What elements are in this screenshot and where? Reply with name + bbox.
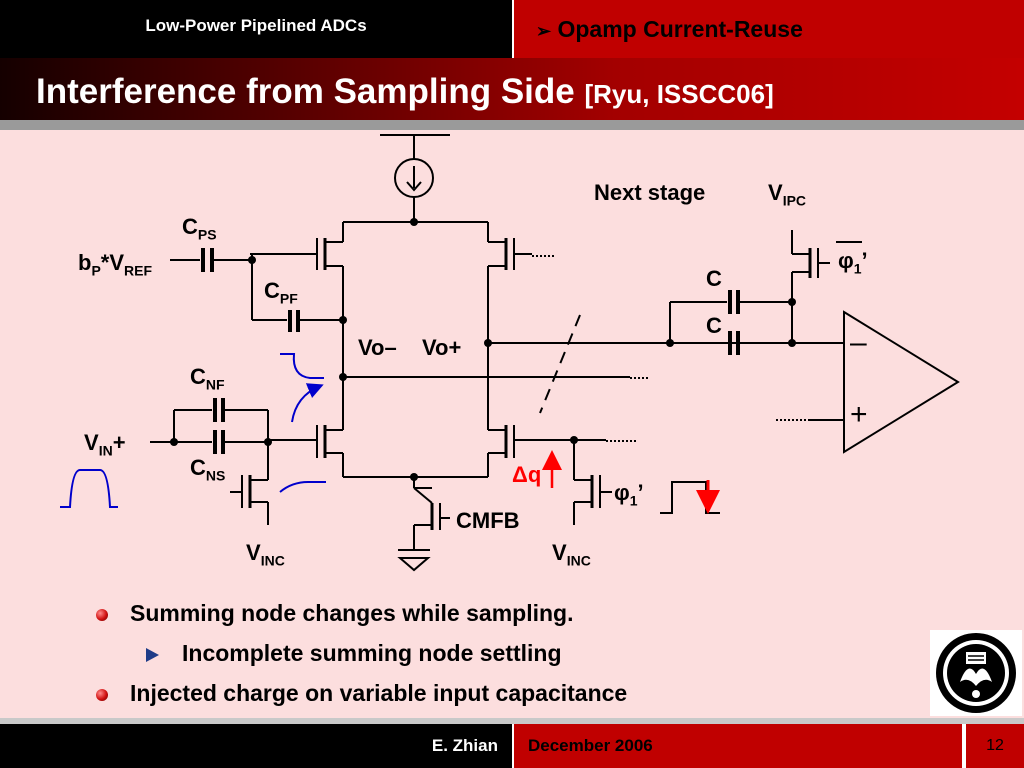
ground-icon [397, 557, 431, 572]
university-logo [930, 630, 1022, 716]
opamp-symbol [843, 310, 960, 454]
c-bottom-label: C [706, 313, 722, 338]
title-divider [0, 120, 1024, 130]
list-item: Injected charge on variable input capaci… [96, 680, 796, 712]
c-top-label: C [706, 266, 722, 291]
footer-page-box: 12 [966, 724, 1024, 768]
footer-date-bar: December 2006 [514, 724, 962, 768]
bp-vref-label: bP*VREF [78, 250, 153, 279]
input-waveform-icon [60, 469, 118, 508]
phi-bottom-label: φ1’ [614, 480, 644, 509]
vipc-label: VIPC [768, 180, 807, 209]
phi-top-label: φ1’ [838, 248, 868, 277]
topic-text: Opamp Current-Reuse [557, 16, 803, 42]
settling-arrow-icon [291, 383, 324, 423]
vinc-right-label: VINC [552, 540, 591, 569]
summing-node-waveform-icon [280, 353, 324, 379]
header-course-bar: Low-Power Pipelined ADCs [0, 0, 512, 58]
title-bar [0, 58, 1024, 120]
signal-break-line [539, 314, 581, 414]
cps-label: CPS [182, 214, 217, 243]
cnf-label: CNF [190, 364, 225, 393]
footer-date: December 2006 [528, 736, 653, 755]
bullet-text: Injected charge on variable input capaci… [130, 680, 628, 706]
slide-citation: [Ryu, ISSCC06] [584, 79, 774, 109]
cns-label: CNS [190, 455, 226, 484]
vo-minus-label: Vo– [358, 335, 397, 360]
sphere-bullet-icon [96, 689, 108, 701]
footer-divider [0, 718, 1024, 724]
vo-plus-label: Vo+ [422, 335, 462, 360]
footer-author-bar: E. Zhian [0, 724, 512, 768]
page-number: 12 [986, 737, 1004, 754]
cmfb-label: CMFB [456, 508, 520, 533]
circuit-schematic [60, 134, 960, 572]
list-item: Incomplete summing node settling [146, 640, 796, 672]
charge-waveform-icon [279, 481, 326, 493]
slide-title: Interference from Sampling Side [Ryu, IS… [36, 72, 774, 112]
vinc-left-label: VINC [246, 540, 285, 569]
bullet-text: Summing node changes while sampling. [130, 600, 574, 626]
topic-label: ➢ Opamp Current-Reuse [536, 16, 803, 43]
cpf-label: CPF [264, 278, 298, 307]
header-topic-bar: ➢ Opamp Current-Reuse [514, 0, 1024, 58]
list-item: Summing node changes while sampling. [96, 600, 796, 632]
slide-title-text: Interference from Sampling Side [36, 72, 575, 111]
opamp-minus-label: – [850, 326, 867, 359]
topic-bullet-icon: ➢ [536, 21, 552, 41]
next-stage-label: Next stage [594, 180, 706, 205]
course-name: Low-Power Pipelined ADCs [145, 16, 367, 35]
bullet-text: Incomplete summing node settling [182, 640, 562, 666]
slide-content-area [0, 130, 1024, 718]
vin-label: VIN+ [84, 430, 126, 459]
university-seal-icon [936, 633, 1016, 713]
delta-q-label: Δq [512, 462, 542, 487]
triangle-bullet-icon [146, 648, 159, 662]
opamp-plus-label: + [850, 398, 868, 431]
sphere-bullet-icon [96, 609, 108, 621]
footer-author: E. Zhian [431, 736, 498, 755]
